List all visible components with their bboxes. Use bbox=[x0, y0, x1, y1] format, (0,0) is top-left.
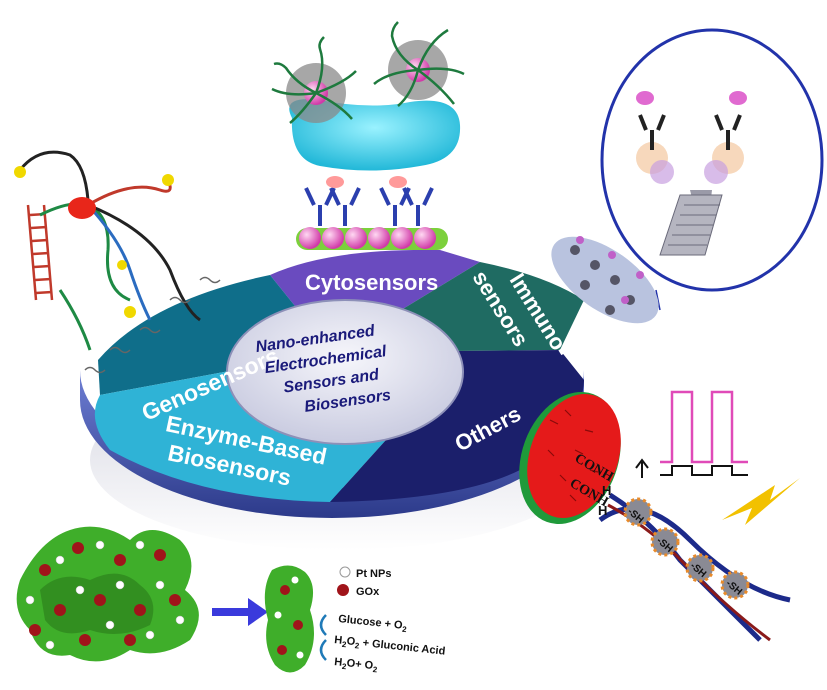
segment-genosensors bbox=[98, 275, 332, 395]
zoom-circle bbox=[600, 28, 824, 292]
sensor-disk: Cytosensors Immuno- sensors Genosensors … bbox=[80, 249, 584, 518]
pulse-signal-low bbox=[660, 465, 748, 476]
reaction-line-3: H2O+ O2 bbox=[333, 656, 378, 675]
reaction-line-1: Glucose + O2 bbox=[337, 613, 408, 634]
bead-row bbox=[299, 227, 436, 249]
enzyme-illustration: Pt NPs GOx Glucose + O2 H2O2 + Gluconic … bbox=[16, 526, 446, 675]
immuno-complex-left bbox=[636, 91, 674, 184]
genosensor-illustration bbox=[14, 150, 221, 374]
yellow-labels bbox=[14, 166, 174, 318]
cytosensor-illustration bbox=[271, 21, 465, 250]
gox-dots-zoom bbox=[277, 585, 303, 655]
reaction-line-2: H2O2 + Gluconic Acid bbox=[333, 634, 445, 660]
others-illustration: CONH CONH H H -SH -SH -SH -SH bbox=[519, 392, 791, 642]
nanotube-mesh bbox=[668, 204, 720, 246]
dna-strands bbox=[18, 150, 201, 351]
target-node bbox=[68, 197, 96, 219]
dna-ladder bbox=[26, 204, 54, 301]
electrode-surface bbox=[527, 394, 621, 518]
signal-illustration bbox=[635, 390, 800, 525]
label-h-1: H bbox=[602, 483, 611, 498]
linker-squiggles bbox=[84, 276, 221, 374]
immunosensor-illustration bbox=[551, 28, 824, 324]
immuno-complex-right bbox=[704, 91, 747, 184]
connector bbox=[389, 176, 407, 188]
arrow-right-icon bbox=[212, 598, 268, 626]
pt-legend-swatch bbox=[339, 566, 351, 578]
immuno-tags bbox=[576, 236, 644, 304]
reaction-arrow-icon bbox=[319, 614, 327, 636]
gold-nanoparticles bbox=[623, 497, 750, 600]
ligand-strands bbox=[271, 21, 465, 124]
legend-gox: GOx bbox=[356, 586, 380, 598]
center-oval bbox=[226, 299, 464, 445]
helix-strand-b bbox=[598, 506, 791, 603]
lightning-icon bbox=[722, 478, 800, 525]
gox-dots bbox=[29, 542, 181, 646]
pt-dots bbox=[25, 540, 185, 650]
electrode-texture bbox=[547, 409, 599, 502]
enzyme-zoom bbox=[264, 565, 314, 673]
pulse-signal-high bbox=[660, 390, 748, 464]
legend-pt: Pt NPs bbox=[356, 568, 391, 580]
label-cytosensors: Cytosensors bbox=[305, 270, 438, 295]
pt-dots-zoom bbox=[274, 576, 304, 659]
up-arrow-icon bbox=[635, 458, 649, 478]
gox-legend-swatch bbox=[337, 584, 349, 596]
reaction-arrow-icon bbox=[319, 639, 327, 661]
connector bbox=[326, 176, 344, 188]
label-h-2: H bbox=[598, 503, 607, 518]
antibody-y-shapes bbox=[304, 187, 434, 226]
zoom-connector bbox=[655, 289, 661, 311]
